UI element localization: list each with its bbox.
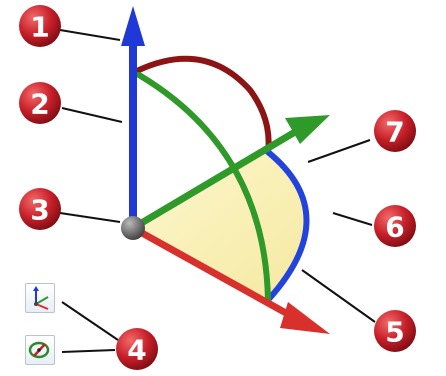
leader-lines <box>59 29 376 353</box>
leader-line-7 <box>307 139 371 163</box>
z-axis-arrowhead[interactable] <box>121 6 145 46</box>
svg-text:5: 5 <box>385 316 404 349</box>
rotation-arc-red <box>136 55 272 155</box>
origin-sphere[interactable] <box>121 216 145 240</box>
svg-text:7: 7 <box>385 116 404 149</box>
leader-line-4b <box>61 349 116 353</box>
svg-text:1: 1 <box>30 11 49 44</box>
x-axis[interactable] <box>129 224 299 322</box>
y-axis[interactable] <box>129 128 299 232</box>
leader-line-2 <box>61 107 123 123</box>
y-axis-arrowhead[interactable] <box>285 115 330 144</box>
axes-triad-icon[interactable] <box>25 283 55 313</box>
leader-line-3 <box>59 212 121 223</box>
leader-line-1 <box>59 29 121 41</box>
x-axis-arrowhead[interactable] <box>280 302 330 334</box>
callout-5: 5 <box>374 310 416 352</box>
callout-2: 2 <box>19 82 61 124</box>
svg-text:4: 4 <box>127 334 146 367</box>
callout-3: 3 <box>19 188 61 230</box>
leader-line-4a <box>61 301 119 341</box>
rotate-view-icon[interactable] <box>25 335 55 365</box>
rotation-arc-blue <box>265 149 310 303</box>
svg-text:3: 3 <box>30 194 49 227</box>
callout-6: 6 <box>374 205 416 247</box>
leader-line-6 <box>332 212 373 226</box>
callout-1: 1 <box>19 5 61 47</box>
callout-7: 7 <box>374 110 416 152</box>
svg-text:6: 6 <box>385 211 404 244</box>
leader-line-5 <box>301 269 376 323</box>
svg-text:2: 2 <box>30 88 49 121</box>
callout-4: 4 <box>116 328 158 370</box>
